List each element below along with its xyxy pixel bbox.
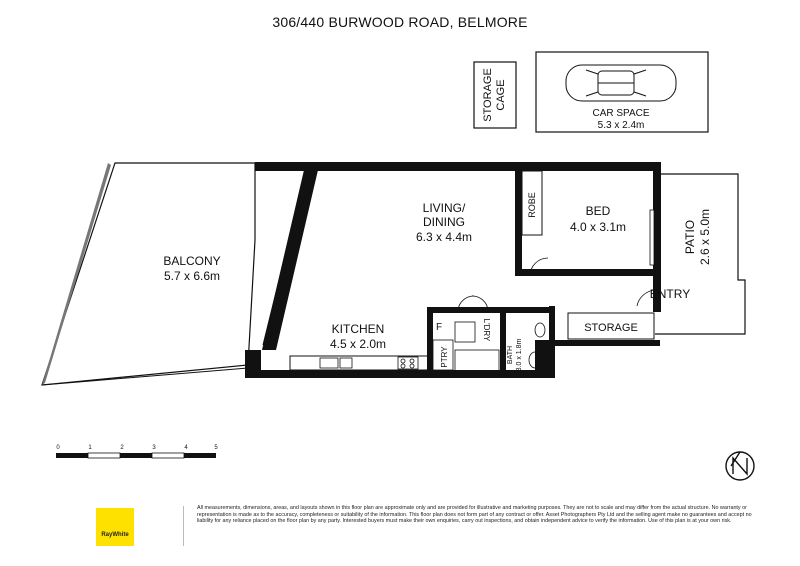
balcony-railing [42,163,111,385]
robe-outline [521,170,543,236]
laundry-door-swing [457,295,489,311]
shower-icon [454,349,500,375]
scale-tick-2: 2 [120,445,124,451]
fridge-label: F [436,322,442,333]
raywhite-logo: RayWhite [96,508,134,546]
car-space-size: 5.3 x 2.4m [598,120,645,131]
pantry-label: PTRY [440,346,449,368]
entry-door-swing [636,289,656,307]
car-space-label: CAR SPACE [592,108,649,119]
patio-outline [655,173,746,335]
apartment-walls [245,162,661,378]
plan-title: 306/440 BURWOOD ROAD, BELMORE [272,14,528,30]
balcony-outline [41,162,256,386]
storage-outline [567,312,655,340]
scale-tick-0: 0 [56,445,60,451]
pantry-outline [432,339,454,371]
car-icon [565,64,677,102]
scale-bar: 0 1 2 3 4 5 [56,445,218,459]
patio-size: 2.6 x 5.0m [698,209,712,265]
sink-icon [319,357,353,369]
balcony-label: BALCONY [163,254,220,268]
north-compass-icon [725,451,755,481]
bed-label: BED [586,204,611,218]
living-label-2: DINING [423,215,465,229]
scale-tick-1: 1 [88,445,92,451]
storage-cage-label-1: STORAGE [482,68,494,122]
balcony-sliding-door [262,194,306,346]
living-label-1: LIVING/ [423,201,466,215]
entry-label: ENTRY [650,287,690,301]
laundry-tub-icon [454,321,476,343]
living-size: 6.3 x 4.4m [416,230,472,244]
storage-cage-outline [473,61,517,129]
basin-icon [534,322,546,338]
storage-label: STORAGE [584,322,638,334]
balcony-size: 5.7 x 6.6m [164,269,220,283]
scale-tick-4: 4 [184,445,188,451]
bath-label: BATH [507,346,514,364]
disclaimer-text: All measurements, dimensions, areas, and… [197,505,752,524]
bed-door-swing [529,257,549,277]
robe-label: ROBE [527,192,537,218]
raywhite-logo-text: RayWhite [101,532,129,538]
car-space-outline [535,51,709,133]
cooktop-icon [397,356,419,370]
bed-window [649,209,655,266]
bed-size: 4.0 x 3.1m [570,220,626,234]
kitchen-label: KITCHEN [332,322,385,336]
bath-size: 3.0 x 1.8m [516,338,523,371]
scale-tick-3: 3 [152,445,156,451]
laundry-label: L'DRY [482,319,491,342]
toilet-icon [528,351,542,369]
footer-divider [183,506,184,546]
scale-tick-5: 5 [214,445,218,451]
storage-cage-label-2: CAGE [495,79,507,110]
kitchen-bench [289,355,429,371]
kitchen-size: 4.5 x 2.0m [330,337,386,351]
balcony-edge [41,367,249,386]
patio-label: PATIO [683,220,697,254]
